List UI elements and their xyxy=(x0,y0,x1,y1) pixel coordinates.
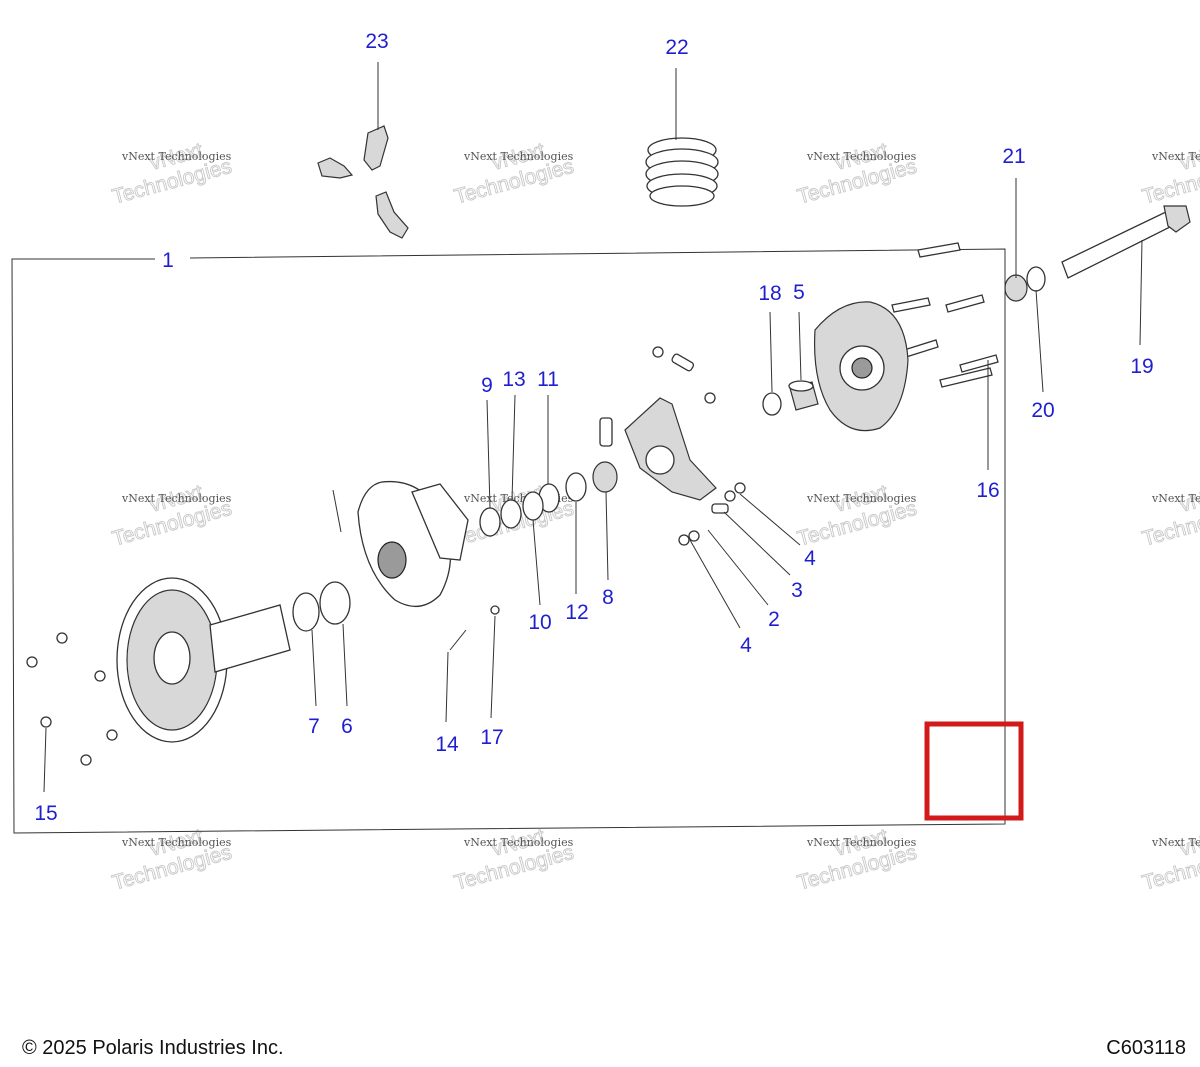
callout-22: 22 xyxy=(665,36,688,59)
svg-text:vNext Technologies: vNext Technologies xyxy=(1151,836,1200,849)
watermark: vNext Technologies vNext Technologies xyxy=(794,480,919,551)
svg-text:vNext Technologies: vNext Technologies xyxy=(806,492,917,505)
callout-13: 13 xyxy=(502,368,525,391)
pin-part xyxy=(449,629,467,651)
svg-text:vNext Technologies: vNext Technologies xyxy=(806,150,917,163)
callout-4-upper: 4 xyxy=(804,547,816,570)
screws-part xyxy=(26,632,118,766)
watermark: vNext Technologies vNext Technologies xyxy=(1139,138,1200,209)
callout-17: 17 xyxy=(480,726,503,749)
svg-text:vNext Technologies: vNext Technologies xyxy=(1151,492,1200,505)
spider-part xyxy=(599,397,717,501)
svg-text:vNext Technologies: vNext Technologies xyxy=(1151,150,1200,163)
center-bolt-part xyxy=(1061,205,1191,279)
cover-bolts-part xyxy=(891,242,999,388)
callout-19: 19 xyxy=(1130,355,1153,378)
svg-text:vNext Technologies: vNext Technologies xyxy=(806,836,917,849)
callout-16: 16 xyxy=(976,479,999,502)
bushing-part xyxy=(788,380,819,411)
spring-part xyxy=(645,137,719,207)
watermark: vNext Technologies vNext Technologies xyxy=(1139,480,1200,551)
callout-labels: 23 22 21 1 18 5 19 9 13 11 20 16 4 3 8 1… xyxy=(34,30,1153,825)
roller-pins-part xyxy=(652,346,746,546)
callout-4-lower: 4 xyxy=(740,634,752,657)
callout-15: 15 xyxy=(34,802,57,825)
nut-part xyxy=(1004,274,1028,302)
shift-weights-part xyxy=(317,125,409,239)
callout-20: 20 xyxy=(1031,399,1054,422)
leader-lines xyxy=(43,62,1143,793)
diagram-id: C603118 xyxy=(1106,1037,1186,1059)
watermark: vNext Technologies vNext Technologies xyxy=(451,824,576,895)
sheave-bushing-part xyxy=(292,581,351,632)
callout-21: 21 xyxy=(1002,145,1025,168)
watermark: vNext Technologies vNext Technologies xyxy=(451,138,576,209)
callout-8: 8 xyxy=(602,586,614,609)
callout-9: 9 xyxy=(481,374,493,397)
callout-14: 14 xyxy=(435,733,459,756)
watermark: vNext Technologies vNext Technologies xyxy=(109,480,234,551)
watermark: vNext Technologies vNext Technologies xyxy=(109,824,234,895)
callout-23: 23 xyxy=(365,30,388,53)
callout-7: 7 xyxy=(308,715,320,738)
watermark-grid: vNext Technologies vNext Technologies vN… xyxy=(109,138,1200,895)
watermark: vNext Technologies vNext Technologies xyxy=(109,138,234,209)
svg-text:vNext Technologies: vNext Technologies xyxy=(463,836,574,849)
callout-6: 6 xyxy=(341,715,353,738)
callout-12: 12 xyxy=(565,601,588,624)
svg-text:vNext Technologies: vNext Technologies xyxy=(121,836,232,849)
callout-3: 3 xyxy=(791,579,803,602)
retaining-ring-part xyxy=(762,392,782,416)
svg-text:vNext Technologies: vNext Technologies xyxy=(121,150,232,163)
small-nut-part xyxy=(490,605,500,615)
assembly-bracket xyxy=(11,248,1006,834)
highlight-box xyxy=(924,721,1024,821)
callout-18: 18 xyxy=(758,282,781,305)
callout-10: 10 xyxy=(528,611,551,634)
washer-part xyxy=(1026,266,1046,292)
callout-5: 5 xyxy=(793,281,805,304)
cover-housing-part xyxy=(814,301,909,432)
fixed-sheave-part xyxy=(116,577,291,743)
copyright-text: © 2025 Polaris Industries Inc. xyxy=(22,1037,284,1059)
watermark: vNext Technologies vNext Technologies xyxy=(1139,824,1200,895)
watermark: vNext Technologies vNext Technologies xyxy=(794,824,919,895)
callout-2: 2 xyxy=(768,608,780,631)
moveable-sheave-part xyxy=(332,480,469,607)
watermark: vNext Technologies vNext Technologies xyxy=(794,138,919,209)
svg-text:vNext Technologies: vNext Technologies xyxy=(121,492,232,505)
callout-11: 11 xyxy=(537,368,559,391)
svg-text:vNext Technologies: vNext Technologies xyxy=(463,150,574,163)
callout-1: 1 xyxy=(162,249,174,272)
